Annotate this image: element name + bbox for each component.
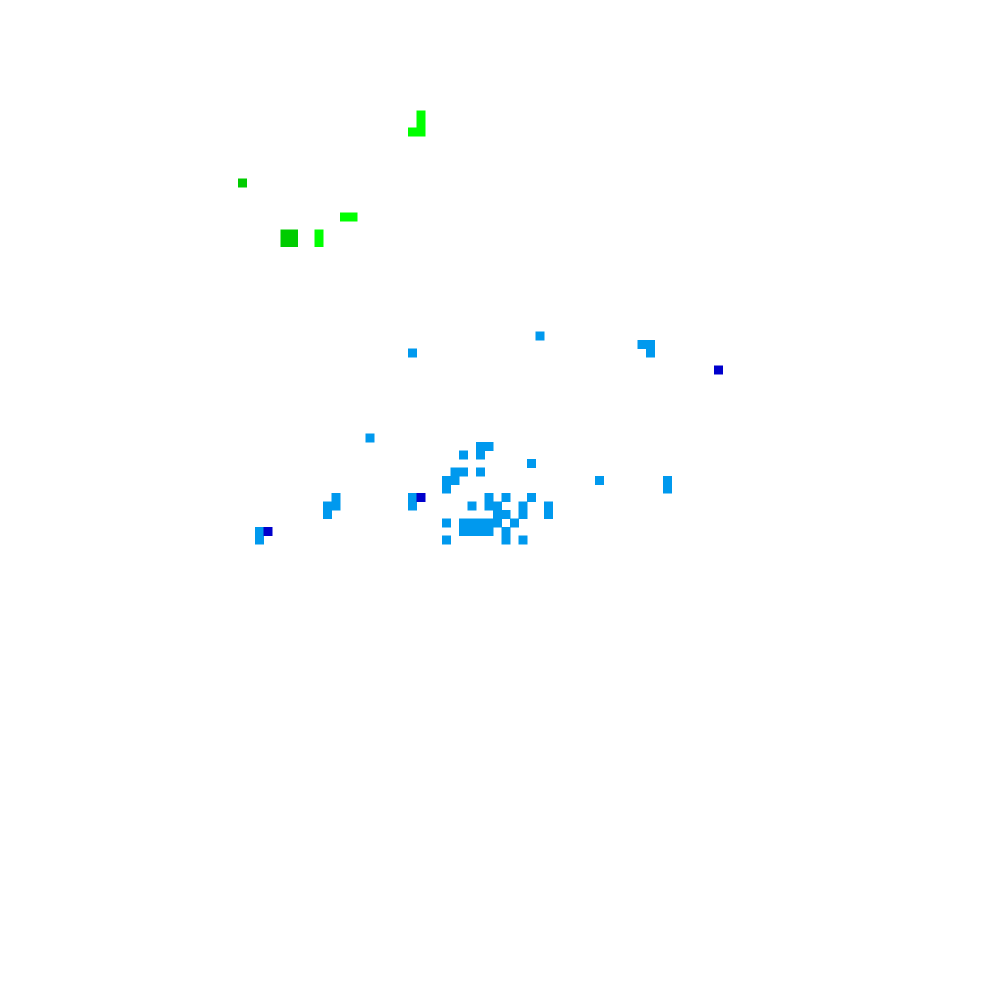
map-cell-bright-green bbox=[416, 110, 426, 120]
cell-group-green bbox=[238, 178, 299, 248]
map-cell-light-blue bbox=[484, 527, 494, 537]
map-cell-blue bbox=[714, 365, 724, 375]
map-cell-blue bbox=[416, 493, 426, 503]
map-cell-bright-green bbox=[408, 127, 418, 137]
map-cell-light-blue bbox=[408, 501, 418, 511]
map-cell-light-blue bbox=[255, 527, 265, 537]
map-cell-light-blue bbox=[646, 340, 656, 350]
map-cell-light-blue bbox=[467, 527, 477, 537]
map-cell-green bbox=[280, 238, 290, 248]
map-cell-light-blue bbox=[484, 501, 494, 511]
cell-group-light-blue bbox=[255, 331, 673, 545]
map-cell-light-blue bbox=[467, 501, 477, 511]
map-cell-light-blue bbox=[476, 450, 486, 460]
map-cell-bright-green bbox=[314, 238, 324, 248]
map-cell-light-blue bbox=[527, 493, 537, 503]
map-cell-light-blue bbox=[476, 518, 486, 528]
map-cell-blue bbox=[263, 527, 273, 537]
map-cell-light-blue bbox=[663, 476, 673, 486]
cell-group-blue bbox=[263, 365, 724, 537]
map-cell-light-blue bbox=[331, 501, 341, 511]
map-cell-light-blue bbox=[646, 348, 656, 358]
map-cell-bright-green bbox=[416, 119, 426, 129]
map-cell-bright-green bbox=[340, 212, 350, 222]
map-cell-light-blue bbox=[476, 442, 486, 452]
map-cell-light-blue bbox=[459, 467, 469, 477]
map-cell-light-blue bbox=[450, 467, 460, 477]
map-cell-light-blue bbox=[255, 535, 265, 545]
map-cell-light-blue bbox=[408, 493, 418, 503]
map-cell-light-blue bbox=[510, 518, 520, 528]
map-cell-green bbox=[289, 229, 299, 239]
cell-group-bright-green bbox=[314, 110, 426, 248]
map-cell-light-blue bbox=[501, 510, 511, 520]
map-cell-light-blue bbox=[459, 450, 469, 460]
map-cell-light-blue bbox=[595, 476, 605, 486]
map-cell-light-blue bbox=[459, 518, 469, 528]
map-cell-light-blue bbox=[501, 527, 511, 537]
map-cell-light-blue bbox=[637, 340, 647, 350]
map-cell-light-blue bbox=[442, 476, 452, 486]
map-cell-light-blue bbox=[663, 484, 673, 494]
map-cell-light-blue bbox=[518, 510, 528, 520]
map-cell-light-blue bbox=[544, 510, 554, 520]
map-cell-light-blue bbox=[484, 493, 494, 503]
map-cell-light-blue bbox=[323, 501, 333, 511]
map-cell-light-blue bbox=[484, 518, 494, 528]
map-cell-light-blue bbox=[323, 510, 333, 520]
map-cell-light-blue bbox=[459, 527, 469, 537]
map-cell-light-blue bbox=[518, 535, 528, 545]
map-cell-light-blue bbox=[365, 433, 375, 443]
map-cell-light-blue bbox=[408, 348, 418, 358]
map-cell-green bbox=[238, 178, 248, 188]
map-cell-bright-green bbox=[314, 229, 324, 239]
map-cell-light-blue bbox=[518, 501, 528, 511]
map-cell-bright-green bbox=[348, 212, 358, 222]
map-cell-green bbox=[280, 229, 290, 239]
map-cell-light-blue bbox=[527, 459, 537, 469]
map-cell-light-blue bbox=[442, 518, 452, 528]
map-cell-layer bbox=[238, 110, 724, 545]
map-cell-light-blue bbox=[493, 518, 503, 528]
map-cell-light-blue bbox=[476, 467, 486, 477]
map-cell-light-blue bbox=[501, 493, 511, 503]
map-cell-bright-green bbox=[416, 127, 426, 137]
map-cell-green bbox=[289, 238, 299, 248]
map-cell-light-blue bbox=[450, 476, 460, 486]
map-cell-light-blue bbox=[501, 535, 511, 545]
map-cell-light-blue bbox=[535, 331, 545, 341]
map-cell-light-blue bbox=[493, 501, 503, 511]
map-cell-light-blue bbox=[544, 501, 554, 511]
map-cell-light-blue bbox=[467, 518, 477, 528]
map-cell-light-blue bbox=[493, 510, 503, 520]
map-cell-light-blue bbox=[442, 484, 452, 494]
map-cell-light-blue bbox=[331, 493, 341, 503]
map-cell-light-blue bbox=[442, 535, 452, 545]
map-cell-light-blue bbox=[484, 442, 494, 452]
map-cell-light-blue bbox=[476, 527, 486, 537]
